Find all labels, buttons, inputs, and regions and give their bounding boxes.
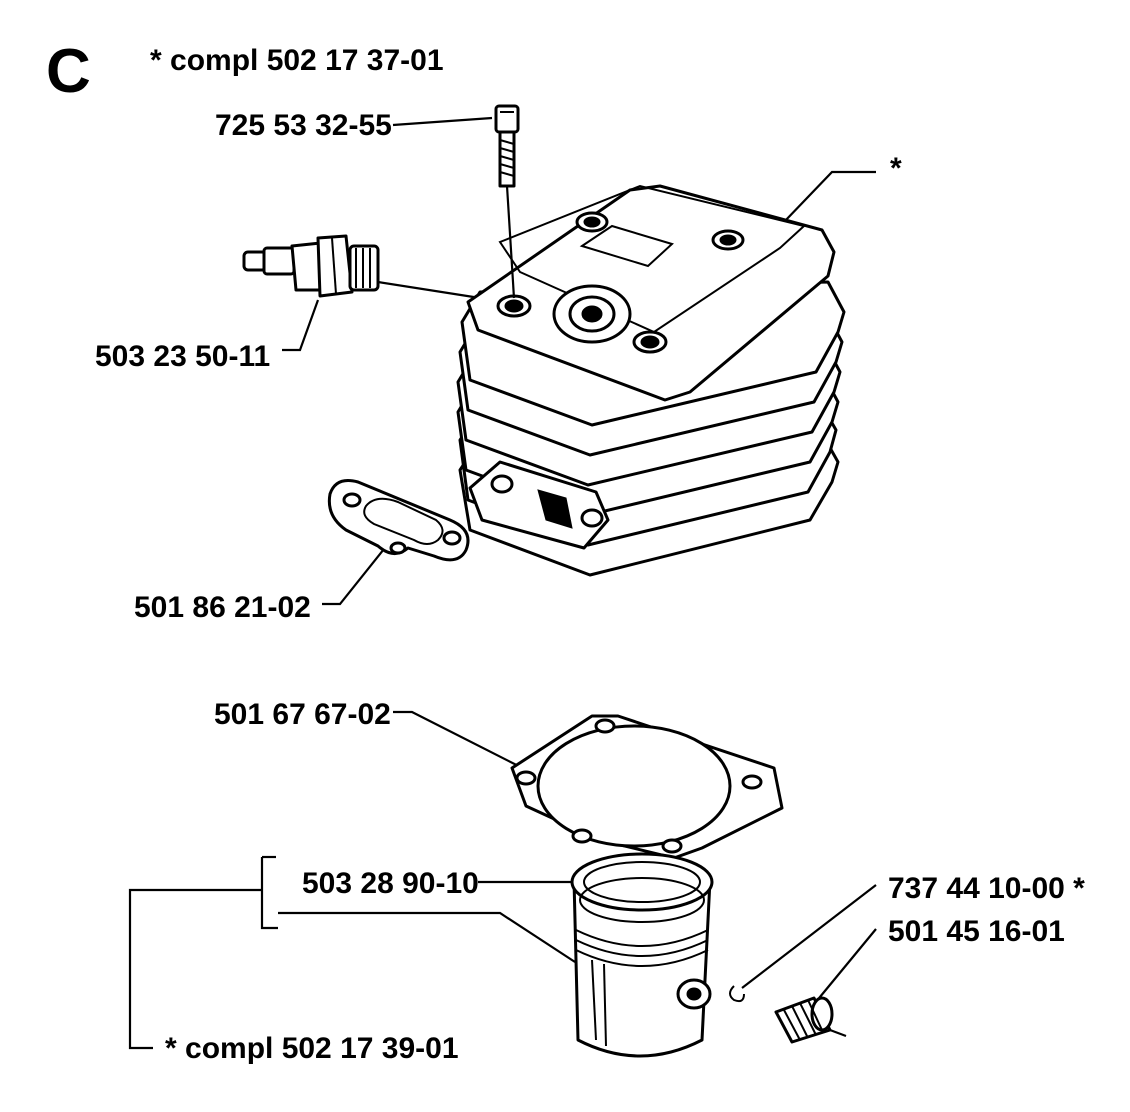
label-cylinder-marker: *: [890, 152, 902, 185]
piston: [570, 852, 714, 1058]
label-spark-plug: 503 23 50-11: [95, 340, 270, 373]
cylinder: [456, 184, 846, 577]
spark-plug: [242, 234, 380, 298]
bolt: [494, 104, 520, 299]
label-exhaust-gasket: 501 86 21-02: [134, 591, 311, 624]
exhaust-gasket: [327, 479, 470, 562]
base-gasket: [510, 714, 784, 860]
label-base-gasket: 501 67 67-02: [214, 698, 391, 731]
needle-bearing: [774, 996, 847, 1044]
label-top-kit: * compl 502 17 37-01: [150, 44, 444, 77]
section-letter: C: [46, 37, 91, 106]
circlip: [729, 985, 745, 1003]
label-bottom-kit: * compl 502 17 39-01: [165, 1032, 459, 1065]
label-bolt: 725 53 32-55: [215, 109, 392, 142]
label-circlip: 737 44 10-00 *: [888, 872, 1085, 905]
leader-lines: [128, 116, 877, 1050]
label-piston-ring: 503 28 90-10: [302, 867, 479, 900]
label-needle-bearing: 501 45 16-01: [888, 915, 1065, 948]
